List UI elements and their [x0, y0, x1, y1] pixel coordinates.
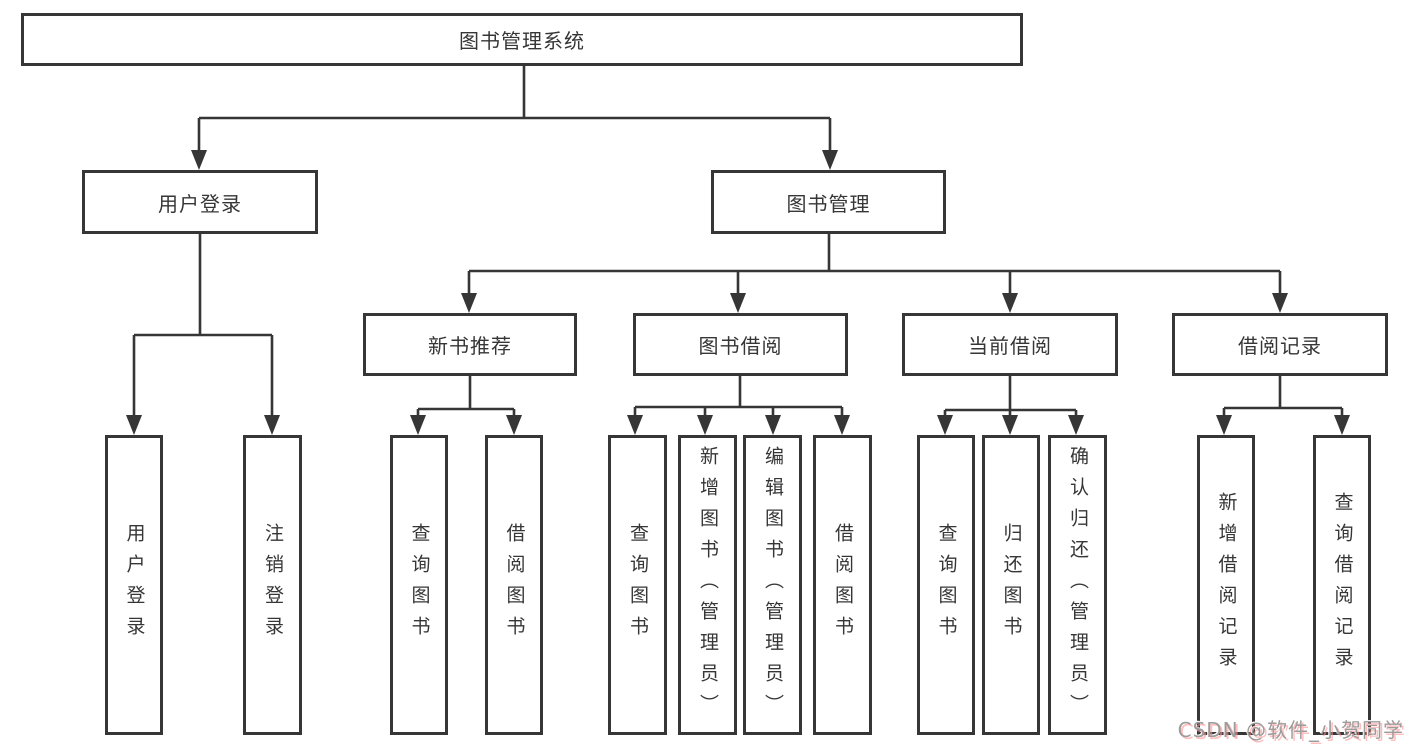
- leaf-logout: 注销登录: [243, 435, 302, 735]
- leaf-bb-borrow-books-label: 借阅图书: [832, 523, 854, 647]
- leaf-br-add-record: 新增借阅记录: [1197, 435, 1255, 735]
- node-book-borrowing: 图书借阅: [633, 313, 848, 376]
- node-new-book-recommend: 新书推荐: [363, 313, 577, 376]
- node-book-management: 图书管理: [711, 170, 946, 234]
- leaf-bb-edit-books-label: 编辑图书（管理员）: [762, 445, 784, 725]
- leaf-bb-edit-books: 编辑图书（管理员）: [743, 435, 802, 735]
- leaf-cb-return-books-label: 归还图书: [1000, 523, 1023, 647]
- leaf-nb-query-books-label: 查询图书: [408, 523, 431, 647]
- leaf-nb-borrow-books-label: 借阅图书: [503, 523, 526, 647]
- leaf-br-query-record-label: 查询借阅记录: [1331, 492, 1354, 678]
- node-root: 图书管理系统: [21, 13, 1023, 66]
- node-borrowing-records: 借阅记录: [1172, 313, 1388, 376]
- leaf-logout-label: 注销登录: [262, 523, 284, 647]
- leaf-bb-query-books: 查询图书: [608, 435, 667, 735]
- leaf-bb-add-books: 新增图书（管理员）: [678, 435, 737, 735]
- leaf-user-login-label: 用户登录: [123, 523, 146, 647]
- leaf-cb-query-books-label: 查询图书: [935, 523, 958, 647]
- csdn-watermark: CSDN @软件_小贺同学: [1177, 718, 1404, 742]
- leaf-bb-borrow-books: 借阅图书: [813, 435, 872, 735]
- leaf-cb-return-books: 归还图书: [982, 435, 1040, 735]
- node-current-borrowing: 当前借阅: [902, 313, 1118, 376]
- leaf-bb-add-books-label: 新增图书（管理员）: [697, 445, 719, 725]
- leaf-user-login: 用户登录: [105, 435, 163, 735]
- leaf-cb-confirm-return-label: 确认归还（管理员）: [1067, 445, 1089, 725]
- leaf-bb-query-books-label: 查询图书: [627, 523, 649, 647]
- leaf-cb-query-books: 查询图书: [917, 435, 975, 735]
- node-user-login: 用户登录: [82, 170, 318, 234]
- leaf-br-add-record-label: 新增借阅记录: [1215, 492, 1238, 678]
- leaf-nb-query-books: 查询图书: [390, 435, 448, 735]
- leaf-br-query-record: 查询借阅记录: [1313, 435, 1371, 735]
- leaf-cb-confirm-return: 确认归还（管理员）: [1048, 435, 1107, 735]
- leaf-nb-borrow-books: 借阅图书: [485, 435, 543, 735]
